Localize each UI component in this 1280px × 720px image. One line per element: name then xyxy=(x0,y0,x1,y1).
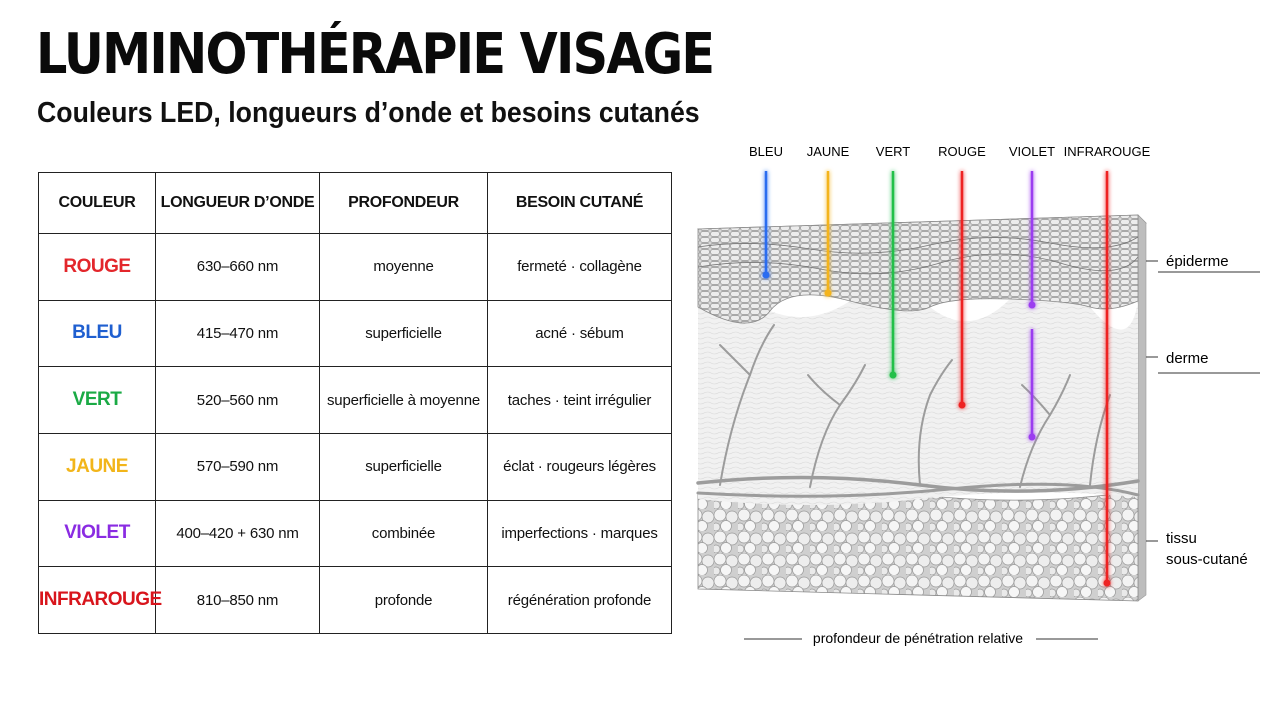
skin-side-face xyxy=(1137,214,1147,602)
beam-label-rouge: ROUGE xyxy=(938,144,986,159)
depth-cell: superficielle xyxy=(319,432,488,501)
wavelength-cell: 630–660 nm xyxy=(155,233,320,301)
beam-label-jaune: JAUNE xyxy=(807,144,850,159)
table-header-row: COULEUR LONGUEUR D’ONDE PROFONDEUR BESOI… xyxy=(38,172,672,234)
table-row: INFRAROUGE 810–850 nm profonde régénérat… xyxy=(38,566,672,634)
color-cell: INFRAROUGE xyxy=(38,566,162,634)
wavelength-cell: 415–470 nm xyxy=(155,299,320,368)
label-epidermis: épiderme xyxy=(1166,253,1229,270)
table-row: VERT 520–560 nm superficielle à moyenne … xyxy=(38,366,672,434)
depth-cell: combinée xyxy=(319,499,488,568)
need-cell: imperfections · marques xyxy=(487,499,672,568)
color-cell: BLEU xyxy=(38,299,156,368)
beam-label-violet: VIOLET xyxy=(1009,144,1055,159)
dermis-layer xyxy=(698,280,1138,505)
beam-violet xyxy=(1028,171,1036,441)
depth-cell: profonde xyxy=(319,566,488,634)
table-row: ROUGE 630–660 nm moyenne fermeté · colla… xyxy=(38,233,672,301)
depth-cell: superficielle à moyenne xyxy=(319,366,488,434)
depth-cell: superficielle xyxy=(319,299,488,368)
beam-vert xyxy=(889,171,897,379)
beam-infrarouge xyxy=(1103,171,1111,587)
depth-cell: moyenne xyxy=(319,233,488,301)
column-header-longueur-onde: LONGUEUR D’ONDE xyxy=(155,172,320,234)
diagram-caption: profondeur de pénétration relative xyxy=(813,630,1023,646)
need-cell: éclat · rougeurs légères xyxy=(487,432,672,501)
led-table: COULEUR LONGUEUR D’ONDE PROFONDEUR BESOI… xyxy=(38,172,672,634)
color-cell: VERT xyxy=(38,366,156,434)
color-cell: ROUGE xyxy=(38,233,156,301)
hypodermis-layer xyxy=(697,488,1139,602)
beam-label-infrarouge: INFRAROUGE xyxy=(1064,144,1151,159)
page-subtitle: Couleurs LED, longueurs d’onde et besoin… xyxy=(37,97,700,129)
table-row: JAUNE 570–590 nm superficielle éclat · r… xyxy=(38,432,672,501)
need-cell: acné · sébum xyxy=(487,299,672,368)
column-header-couleur: COULEUR xyxy=(38,172,156,234)
column-header-besoin: BESOIN CUTANÉ xyxy=(487,172,672,234)
wavelength-cell: 570–590 nm xyxy=(155,432,320,501)
beam-label-vert: VERT xyxy=(876,144,910,159)
need-cell: taches · teint irrégulier xyxy=(487,366,672,434)
color-cell: VIOLET xyxy=(38,499,156,568)
label-hypodermis-line2: sous-cutané xyxy=(1166,551,1248,568)
wavelength-cell: 400–420 + 630 nm xyxy=(155,499,320,568)
wavelength-cell: 810–850 nm xyxy=(155,566,320,634)
table-row: BLEU 415–470 nm superficielle acné · séb… xyxy=(38,299,672,368)
page-title: LUMINOTHÉRAPIE VISAGE xyxy=(36,22,715,87)
label-dermis: derme xyxy=(1166,350,1209,367)
beam-bleu xyxy=(762,171,770,279)
need-cell: fermeté · collagène xyxy=(487,233,672,301)
skin-penetration-diagram: BLEU JAUNE VERT ROUGE VIOLET INFRAROUGE xyxy=(696,144,1260,646)
label-hypodermis-line1: tissu xyxy=(1166,530,1197,547)
beam-rouge xyxy=(958,171,966,409)
beam-label-bleu: BLEU xyxy=(749,144,783,159)
need-cell: régénération profonde xyxy=(487,566,672,634)
color-cell: JAUNE xyxy=(38,432,156,501)
table-row: VIOLET 400–420 + 630 nm combinée imperfe… xyxy=(38,499,672,568)
column-header-profondeur: PROFONDEUR xyxy=(319,172,488,234)
wavelength-cell: 520–560 nm xyxy=(155,366,320,434)
beam-jaune xyxy=(824,171,832,297)
